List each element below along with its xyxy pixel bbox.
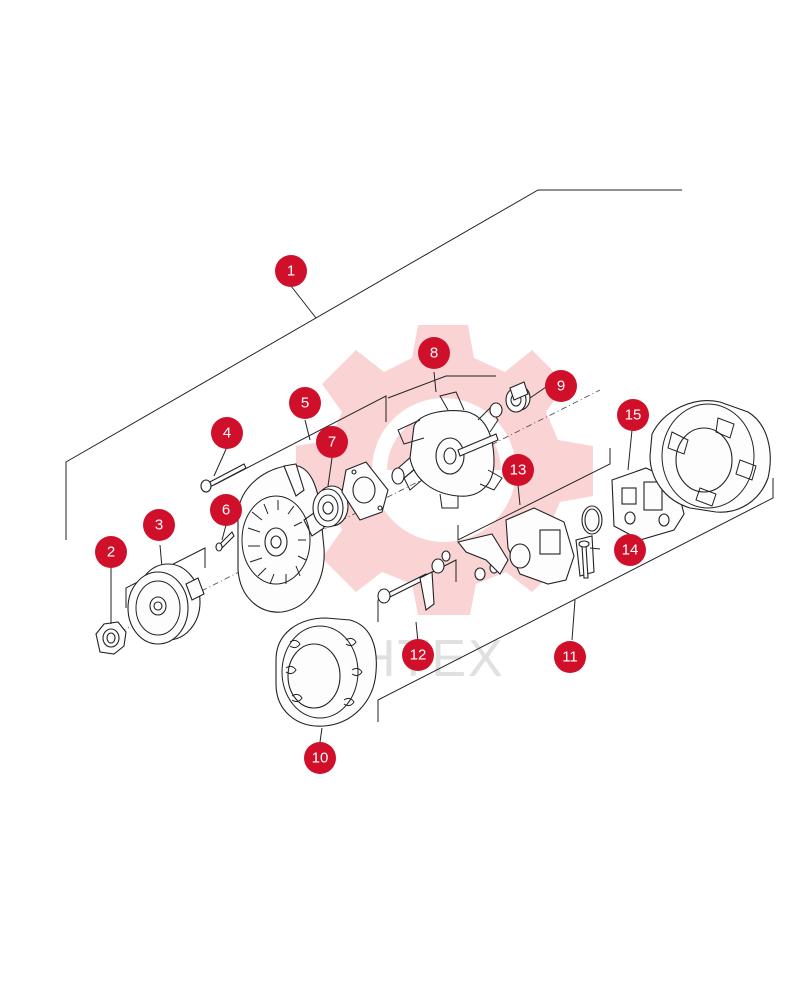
bracket-5	[213, 395, 387, 486]
part-terminal-bolt	[377, 550, 499, 611]
callout-10: 10	[304, 742, 336, 774]
svg-text:11: 11	[562, 649, 578, 666]
part-front-frame	[237, 463, 325, 613]
callout-8: 8	[418, 337, 450, 369]
callout-1: 1	[275, 255, 307, 287]
svg-text:6: 6	[222, 502, 230, 519]
svg-text:10: 10	[312, 750, 329, 767]
part-through-bolt	[200, 463, 247, 493]
svg-text:7: 7	[328, 434, 336, 451]
leader-lines	[110, 386, 633, 743]
callout-5: 5	[289, 387, 321, 419]
callout-11: 11	[554, 641, 586, 673]
callout-4: 4	[211, 417, 243, 449]
svg-text:3: 3	[155, 517, 163, 534]
svg-text:8: 8	[430, 345, 438, 362]
svg-text:12: 12	[410, 647, 427, 664]
part-rear-frame	[649, 400, 771, 513]
part-screw	[578, 540, 590, 579]
part-stator	[275, 617, 377, 727]
svg-text:4: 4	[223, 425, 231, 442]
callout-13: 13	[502, 454, 534, 486]
svg-text:9: 9	[557, 378, 565, 395]
callout-badges: 1 2 3 4 5 6 7 8 9 10 11 12 13 14 15	[95, 255, 649, 774]
callout-6: 6	[210, 494, 242, 526]
svg-text:5: 5	[301, 395, 309, 412]
svg-text:13: 13	[510, 462, 527, 479]
part-rotor	[391, 391, 503, 509]
svg-text:1: 1	[287, 263, 295, 280]
bracket-8	[387, 375, 496, 399]
callout-9: 9	[545, 370, 577, 402]
callout-12: 12	[402, 639, 434, 671]
part-nut	[95, 621, 127, 655]
callout-14: 14	[614, 534, 646, 566]
assembly-bracket-1	[65, 189, 682, 540]
part-bearing	[312, 485, 349, 528]
part-retainer-plate	[341, 461, 389, 521]
assembly-axis	[119, 389, 601, 633]
part-small-screw	[215, 531, 235, 552]
callout-15: 15	[617, 399, 649, 431]
part-pulley	[127, 563, 205, 645]
svg-text:2: 2	[107, 544, 115, 561]
bracket-13	[457, 448, 611, 541]
callout-3: 3	[143, 509, 175, 541]
bracket-11	[377, 478, 774, 722]
part-slip-ring	[489, 381, 531, 418]
svg-text:15: 15	[625, 407, 642, 424]
svg-text:14: 14	[622, 542, 639, 559]
callout-7: 7	[316, 426, 348, 458]
callout-2: 2	[95, 536, 127, 568]
